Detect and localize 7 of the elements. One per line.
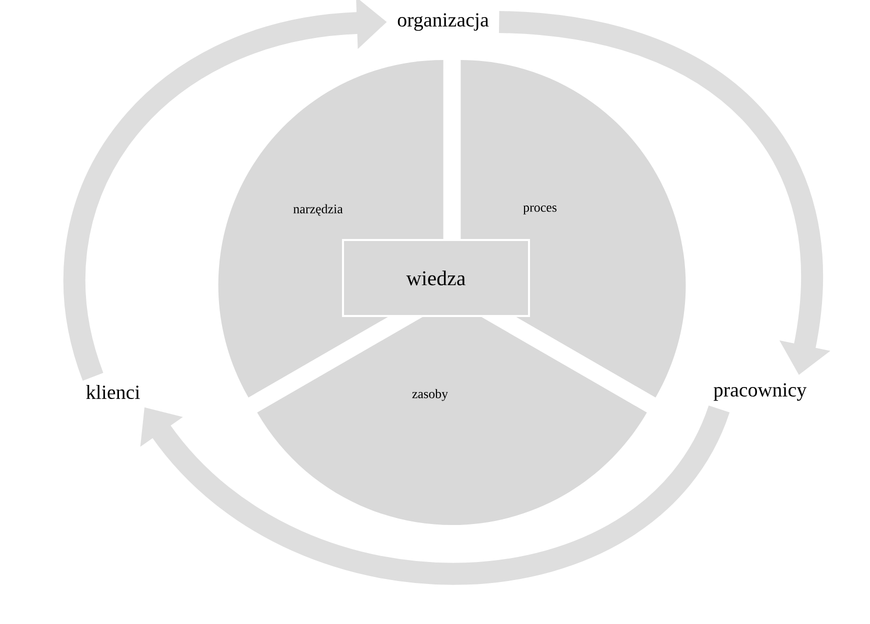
label-text: organizacja <box>398 13 489 31</box>
label-text: klienci <box>86 384 140 400</box>
label-text: pracownicy <box>714 383 807 401</box>
node-label: proces <box>523 206 557 214</box>
node-label: narzędzia <box>293 204 343 216</box>
curved-arrow <box>140 404 730 584</box>
center-box: wiedza <box>342 239 530 317</box>
